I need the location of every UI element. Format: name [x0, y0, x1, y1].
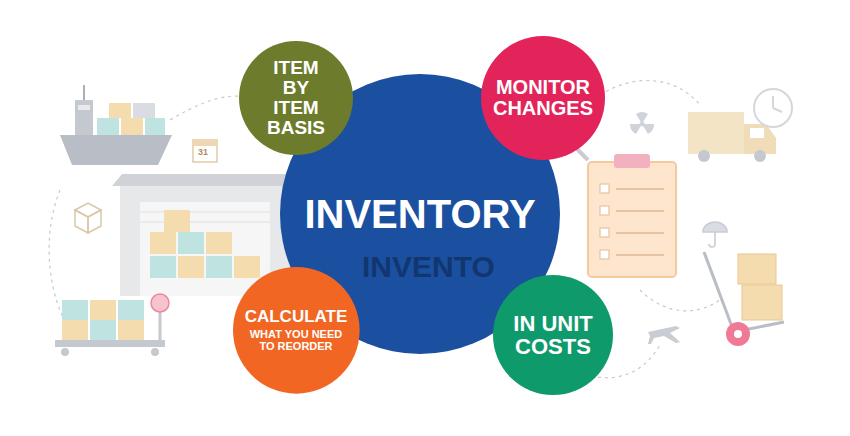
topic-circle: CALCULATE WHAT YOU NEED TO REORDER: [233, 267, 360, 394]
circle-fill: [239, 41, 353, 155]
topic-title: CALCULATE: [242, 308, 350, 326]
faint-sign-text: INVENTO: [362, 252, 495, 282]
topic-title: ITEM BY ITEM BASIS: [264, 58, 328, 138]
topic-body: WHAT YOU NEED TO REORDER: [242, 328, 350, 352]
calendar-day: 31: [198, 148, 208, 157]
calendar-icon: [193, 140, 217, 162]
topic-title: IN UNIT COSTS: [507, 312, 599, 358]
airplane-icon: [648, 326, 680, 344]
umbrella-icon: [703, 222, 727, 247]
box-icon: [75, 203, 101, 233]
cargo-ship: [60, 85, 172, 165]
clipboard: [588, 154, 676, 277]
circle-fill: [481, 36, 605, 160]
circle-text: IN UNIT COSTS: [507, 312, 599, 358]
circle-fill: [493, 275, 613, 395]
circle-fill: [233, 267, 360, 394]
clock-icon: [754, 89, 792, 127]
topic-title: MONITOR CHANGES: [490, 77, 596, 119]
hand-truck: [704, 252, 784, 346]
circle-text: INVENTORY: [304, 193, 535, 235]
topic-circle: IN UNIT COSTS: [493, 275, 613, 395]
topic-title: INVENTORY: [304, 193, 535, 235]
topic-circle: ITEM BY ITEM BASIS: [239, 41, 353, 155]
circle-text: CALCULATE WHAT YOU NEED TO REORDER: [242, 308, 350, 352]
circle-text: ITEM BY ITEM BASIS: [264, 58, 328, 138]
circle-text: MONITOR CHANGES: [490, 77, 596, 119]
radiation-symbol: [630, 112, 654, 134]
topic-circle: MONITOR CHANGES: [481, 36, 605, 160]
weighing-scale: [55, 294, 169, 356]
